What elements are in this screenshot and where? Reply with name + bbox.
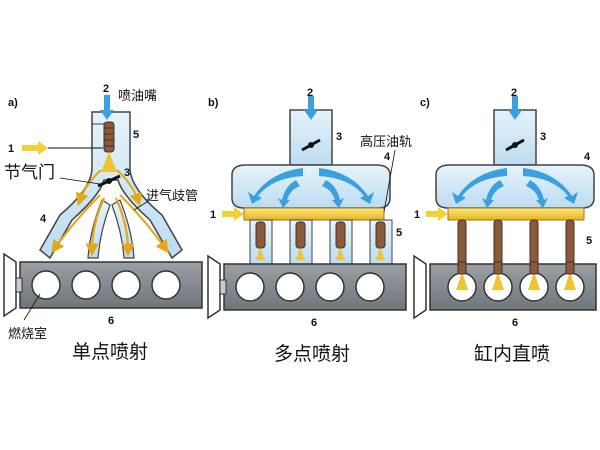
num-3-a: 3 bbox=[124, 167, 130, 179]
num-6-c: 6 bbox=[512, 317, 518, 329]
num-1-b: 1 bbox=[210, 209, 216, 221]
num-3-c: 3 bbox=[540, 131, 546, 143]
num-5-a: 5 bbox=[133, 129, 139, 141]
fuel-spray-a bbox=[101, 152, 117, 172]
caption-c: 缸内直喷 bbox=[474, 343, 550, 365]
num-1-a: 1 bbox=[8, 143, 14, 155]
flywheel-c bbox=[413, 254, 427, 320]
plenum-b bbox=[231, 164, 391, 209]
flywheel-b bbox=[207, 254, 221, 320]
num-2-b: 2 bbox=[307, 87, 313, 99]
num-3-b: 3 bbox=[336, 131, 342, 143]
flywheel-a bbox=[3, 252, 17, 318]
panel-a-letter: a) bbox=[8, 97, 18, 109]
runners-b bbox=[249, 219, 393, 265]
fuel-rail-b bbox=[243, 207, 385, 221]
cylinders-b bbox=[235, 272, 385, 302]
fuel-flow-arrows-a bbox=[51, 169, 169, 257]
air-flow-arrows-c bbox=[452, 168, 578, 208]
num-5-c: 5 bbox=[586, 235, 592, 247]
panel-a: a) bbox=[3, 83, 203, 363]
label-throttle: 节气门 bbox=[4, 163, 55, 183]
injectors-b bbox=[255, 221, 386, 260]
injector-a bbox=[103, 121, 115, 153]
label-intake-manifold: 进气歧管 bbox=[146, 188, 198, 204]
air-flow-arrows-b bbox=[248, 168, 374, 208]
num-4-b: 4 bbox=[384, 151, 391, 163]
num-6-b: 6 bbox=[311, 317, 317, 329]
num-2-a: 2 bbox=[103, 83, 109, 95]
num-1-c: 1 bbox=[414, 209, 420, 221]
panel-c: c) bbox=[413, 87, 597, 365]
plenum-c bbox=[435, 164, 595, 209]
label-fuel-rail: 高压油轨 bbox=[360, 134, 412, 150]
num-2-c: 2 bbox=[511, 87, 517, 99]
injectors-c bbox=[457, 219, 575, 273]
num-4-a: 4 bbox=[40, 213, 47, 225]
fuel-spray-c bbox=[456, 261, 576, 290]
label-combustion-chamber: 燃烧室 bbox=[8, 326, 47, 342]
caption-a: 单点喷射 bbox=[72, 341, 148, 363]
fuel-rail-c bbox=[447, 207, 585, 221]
num-6-a: 6 bbox=[108, 315, 114, 327]
num-4-c: 4 bbox=[584, 151, 591, 163]
caption-b: 多点喷射 bbox=[274, 343, 350, 365]
panel-b-letter: b) bbox=[208, 97, 219, 109]
panel-c-letter: c) bbox=[420, 97, 430, 109]
label-injector: 喷油嘴 bbox=[118, 89, 157, 104]
cylinders-a bbox=[31, 270, 181, 300]
panel-b: b) bbox=[207, 87, 412, 365]
num-5-b: 5 bbox=[396, 227, 402, 239]
runner-3 bbox=[111, 199, 135, 259]
